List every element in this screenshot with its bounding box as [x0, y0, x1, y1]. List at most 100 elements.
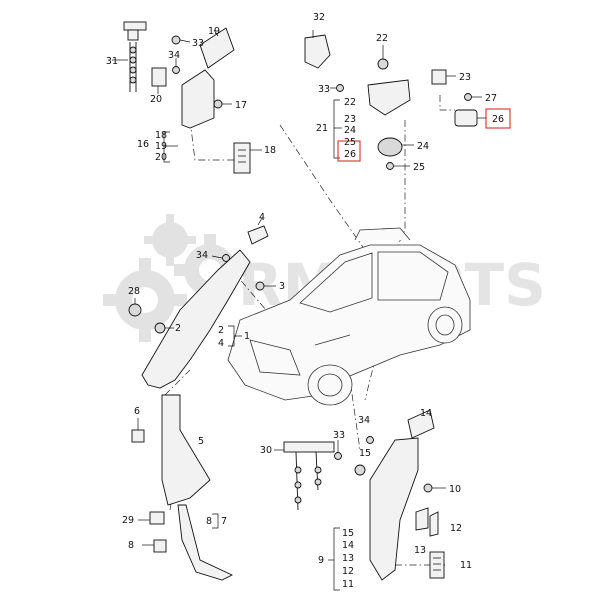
callout-30: 30 — [260, 445, 272, 456]
callout-25b: 25 — [344, 137, 356, 148]
callout-22: 22 — [376, 33, 388, 44]
callout-14b: 14 — [342, 540, 354, 551]
cover-4 — [247, 225, 269, 245]
callout-34: 34 — [168, 50, 180, 61]
callout-12b: 12 — [342, 566, 354, 577]
clip-23 — [431, 69, 447, 85]
pillar-trim-16 — [181, 69, 215, 129]
callout-6: 6 — [134, 406, 140, 417]
callout-27: 27 — [485, 93, 497, 104]
callout-31: 31 — [106, 56, 118, 67]
clip-30 — [283, 441, 335, 453]
bolt-33-right — [336, 84, 344, 92]
bolt-3 — [255, 281, 265, 291]
callout-24: 24 — [417, 141, 429, 152]
vehicle-outline — [227, 227, 471, 406]
c-pillar-trim-9 — [369, 437, 419, 581]
callout-4: 4 — [259, 212, 265, 223]
bolt-10 — [423, 483, 433, 493]
callout-28: 28 — [128, 286, 140, 297]
callout-33b: 33 — [318, 84, 330, 95]
bolt-34-lower — [366, 436, 374, 444]
clip-15 — [354, 464, 366, 476]
callout-1: 1 — [244, 331, 250, 342]
callout-8: 8 — [128, 540, 134, 551]
callout-18b: 18 — [155, 130, 167, 141]
callout-20: 20 — [150, 94, 162, 105]
callout-22b: 22 — [344, 97, 356, 108]
bolt-34-left — [222, 254, 230, 262]
callout-3: 3 — [279, 281, 285, 292]
bolt-27 — [464, 93, 472, 101]
clip-28 — [128, 303, 142, 317]
callout-15b: 15 — [342, 528, 354, 539]
clip-22 — [377, 58, 389, 70]
callout-11: 11 — [460, 560, 472, 571]
label-18 — [233, 142, 251, 174]
highlight-26-right — [485, 108, 511, 129]
callout-24b: 24 — [344, 125, 356, 136]
bolt-25 — [386, 162, 394, 170]
callout-8b: 8 — [206, 516, 212, 527]
b-pillar-lower-7 — [177, 504, 234, 581]
a-pillar-trim — [141, 249, 251, 389]
callout-26b: 26 — [344, 149, 356, 160]
callout-25: 25 — [413, 162, 425, 173]
callout-18: 18 — [264, 145, 276, 156]
clip-2 — [154, 322, 166, 334]
callout-19: 19 — [208, 26, 220, 37]
cover-13 — [415, 507, 429, 531]
cover-19 — [199, 27, 235, 69]
callout-11b: 11 — [342, 579, 354, 590]
speaker-grille-24 — [377, 137, 403, 157]
c-pillar-parts — [274, 409, 446, 591]
callout-26: 26 — [492, 114, 504, 125]
callout-21: 21 — [316, 123, 328, 134]
callout-23b: 23 — [344, 114, 356, 125]
label-11 — [429, 551, 445, 579]
bolt-17 — [213, 99, 223, 109]
cover-12 — [429, 511, 439, 537]
callout-2: 2 — [175, 323, 181, 334]
callout-17: 17 — [235, 100, 247, 111]
a-pillar-parts — [128, 217, 276, 389]
callout-15: 15 — [359, 448, 371, 459]
bracket-32 — [304, 34, 331, 69]
callout-16: 16 — [137, 139, 149, 150]
callout-5: 5 — [198, 436, 204, 447]
callout-34c: 34 — [358, 415, 370, 426]
clip-29 — [149, 511, 165, 525]
callout-33c: 33 — [333, 430, 345, 441]
bolt-34 — [172, 66, 180, 74]
callout-29: 29 — [122, 515, 134, 526]
clip-31 — [123, 21, 147, 31]
callout-23: 23 — [459, 72, 471, 83]
clip-20 — [151, 67, 167, 87]
b-pillar-parts — [131, 394, 234, 581]
callout-13b: 13 — [342, 553, 354, 564]
top-right-parts — [304, 30, 511, 170]
cover-14 — [407, 409, 435, 439]
callout-10: 10 — [449, 484, 461, 495]
b-pillar-trim-5 — [161, 394, 211, 506]
callouts: 31 33 34 19 20 17 18 16 18 19 20 32 33 2… — [106, 12, 504, 590]
callout-14: 14 — [420, 408, 432, 419]
switch-26 — [454, 109, 478, 127]
bolt-33-lower — [334, 452, 342, 460]
top-left-parts — [112, 21, 262, 174]
callout-32: 32 — [313, 12, 325, 23]
callout-4b: 4 — [218, 338, 224, 349]
clip-6 — [131, 429, 145, 443]
callout-20b: 20 — [155, 152, 167, 163]
bolt-33 — [171, 35, 181, 45]
cover-21 — [367, 79, 411, 116]
clip-8 — [153, 539, 167, 553]
callout-13: 13 — [414, 545, 426, 556]
callout-9: 9 — [318, 555, 324, 566]
callout-7: 7 — [221, 516, 227, 527]
callout-34b: 34 — [196, 250, 208, 261]
callout-2b-label: 2 — [218, 325, 224, 336]
callout-12: 12 — [450, 523, 462, 534]
callout-33: 33 — [192, 38, 204, 49]
